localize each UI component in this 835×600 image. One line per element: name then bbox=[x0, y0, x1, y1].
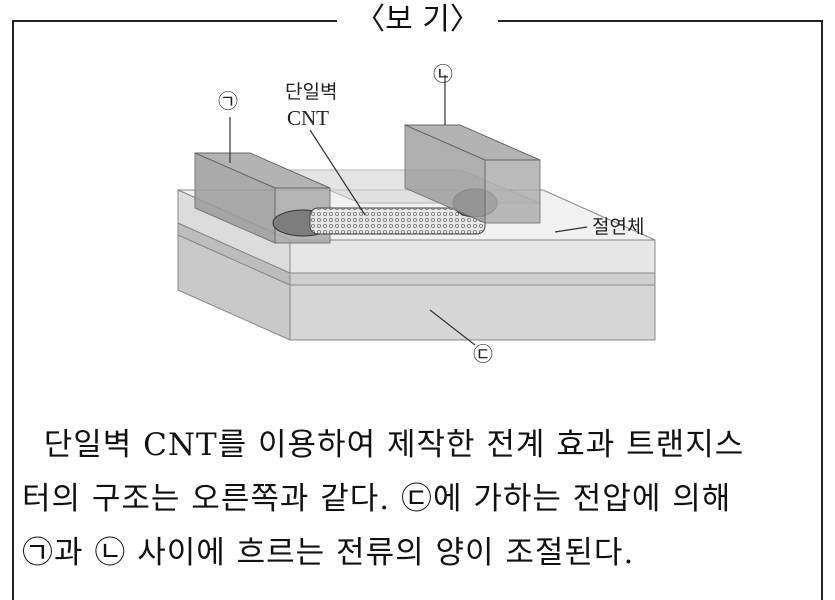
label-substrate: ㉢ bbox=[473, 342, 493, 366]
label-insulator: 절연체 bbox=[592, 216, 644, 238]
passage-line-2: 터의 구조는 오른쪽과 같다. ㉢에 가하는 전압에 의해 bbox=[22, 481, 732, 517]
label-electrode-b: ㉡ bbox=[433, 62, 453, 86]
label-electrode-a: ㉠ bbox=[218, 89, 238, 113]
electrode-b bbox=[404, 124, 541, 224]
middle-layer bbox=[177, 222, 656, 286]
passage-line-1: 단일벽 CNT를 이용하여 제작한 전계 효과 트랜지스 bbox=[22, 427, 745, 463]
box-title: 〈보 기〉 bbox=[0, 0, 835, 40]
passage-line-3: ㉠과 ㉡ 사이에 흐르는 전류의 양이 조절된다. bbox=[22, 535, 635, 571]
passage-text: 단일벽 CNT를 이용하여 제작한 전계 효과 트랜지스 터의 구조는 오른쪽과… bbox=[22, 418, 812, 580]
cnt-label-line1: 단일벽 bbox=[285, 81, 337, 103]
substrate-layer bbox=[177, 234, 656, 341]
electrode-a bbox=[194, 152, 334, 244]
cnt-label-line2: CNT bbox=[287, 106, 329, 130]
cnt-transistor-figure: ㉠ ㉡ 단일벽 CNT 절연체 ㉢ bbox=[177, 62, 656, 366]
